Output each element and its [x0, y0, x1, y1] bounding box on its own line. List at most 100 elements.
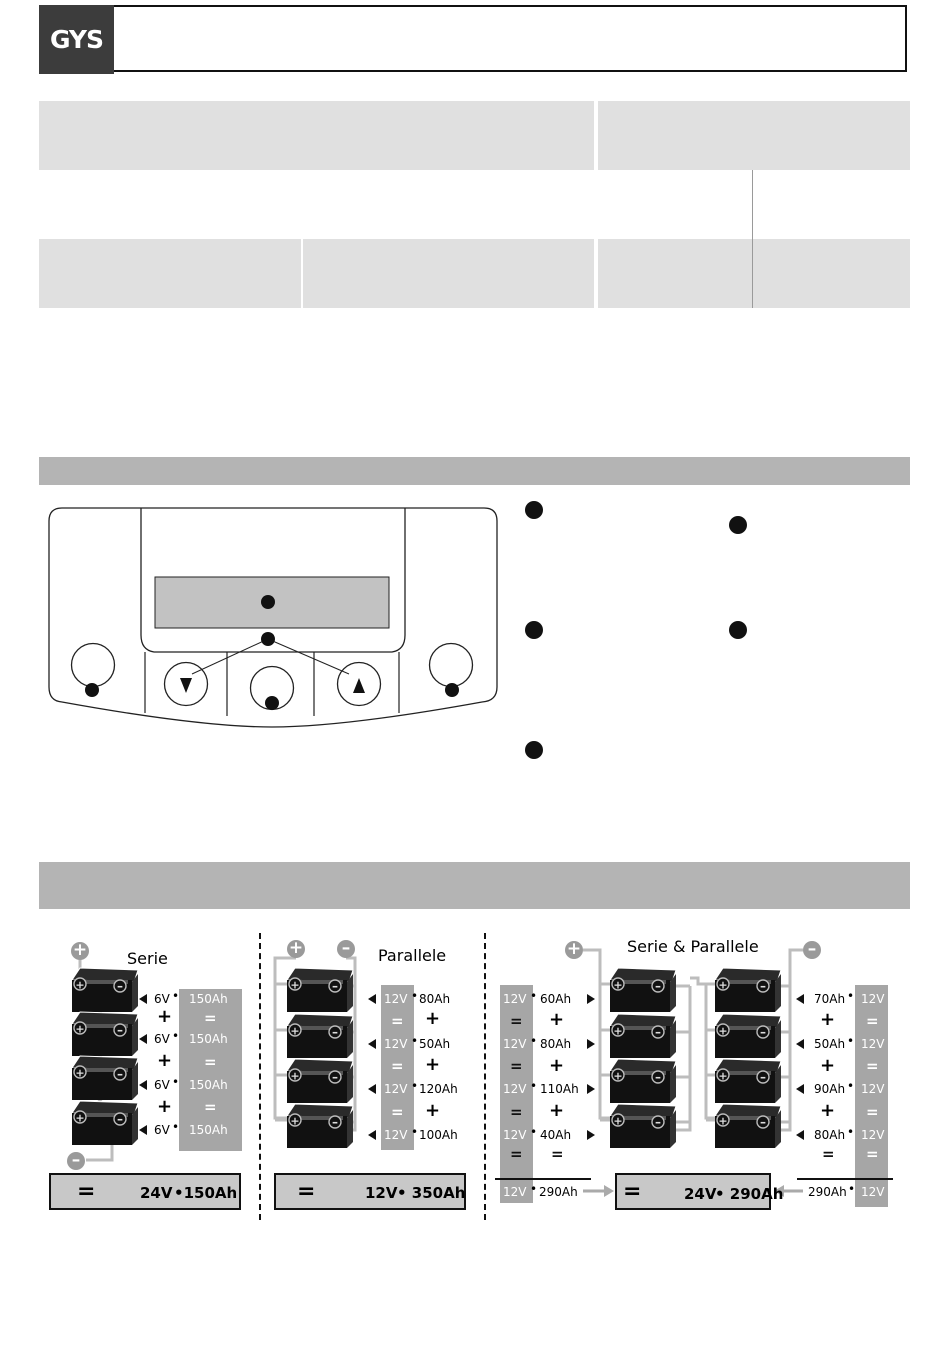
parallel-battery: +– [286, 1058, 354, 1103]
table-header-right [598, 101, 910, 170]
legend-bullet-2 [729, 516, 747, 534]
svg-text:–: – [655, 979, 661, 993]
table-row-cell-1 [39, 239, 301, 308]
parallel-battery: +– [286, 967, 354, 1012]
section-bar-interface [39, 457, 910, 485]
parallel-title: Parallele [378, 946, 447, 965]
series-arrow-3 [139, 1080, 147, 1090]
sp-right-battery: +– [714, 967, 782, 1012]
sp-right-battery: +– [714, 1058, 782, 1103]
sp-right-capacity-2: 50Ah [814, 1037, 846, 1051]
series-voltage-4: 6V [154, 1123, 170, 1137]
svg-text:+: + [290, 1115, 299, 1128]
down-arrow-icon [180, 678, 192, 693]
sp-right-voltage-3: 12V [861, 1082, 885, 1096]
parallel-result-capacity: • 350Ah [397, 1184, 466, 1202]
svg-text:–: – [760, 1025, 766, 1039]
series-capacity-2: 150Ah [189, 1032, 228, 1046]
svg-text:+: + [75, 1023, 84, 1036]
sp-right-capacity-1: 70Ah [814, 992, 846, 1006]
sp-right-capacity-3: 90Ah [814, 1082, 846, 1096]
parallel-wire-plus [273, 956, 296, 1120]
sp-left-voltage-3: 12V [503, 1082, 527, 1096]
svg-text:–: – [332, 1115, 338, 1129]
sp-right-voltage-2: 12V [861, 1037, 885, 1051]
svg-text:–: – [332, 1070, 338, 1084]
svg-text:–: – [760, 1070, 766, 1084]
sp-left-voltage-column [500, 985, 533, 1203]
sp-right-capacity-4: 80Ah [814, 1128, 846, 1142]
parallel-result-voltage: 12V [365, 1184, 398, 1202]
svg-text:–: – [117, 1112, 123, 1126]
svg-text:+: + [613, 1070, 622, 1083]
sp-right-battery: +– [714, 1103, 782, 1148]
control-panel-diagram [48, 507, 498, 728]
legend-bullet-4 [729, 621, 747, 639]
svg-text:–: – [332, 1025, 338, 1039]
sp-right-total-voltage: 12V [861, 1185, 885, 1199]
svg-text:+: + [75, 1112, 84, 1125]
svg-text:+: + [613, 979, 622, 992]
series-result-capacity: •150Ah [174, 1184, 238, 1202]
sp-left-voltage-2: 12V [503, 1037, 527, 1051]
sp-left-voltage-4: 12V [503, 1128, 527, 1142]
series-battery: +– [71, 967, 139, 1012]
parallel-voltage-4: 12V [384, 1128, 408, 1142]
svg-text:–: – [117, 1023, 123, 1037]
series-voltage-1: 6V [154, 992, 170, 1006]
svg-text:+: + [718, 979, 727, 992]
table-row-cell-4 [753, 239, 910, 308]
svg-text:+: + [718, 1070, 727, 1083]
series-battery: +– [71, 1011, 139, 1056]
parallel-voltage-2: 12V [384, 1037, 408, 1051]
sp-result-box [615, 1173, 771, 1210]
svg-text:–: – [655, 1115, 661, 1129]
sp-left-capacity-1: 60Ah [540, 992, 572, 1006]
table-row-cell-2 [303, 239, 594, 308]
sp-result-voltage: 24V [684, 1185, 717, 1203]
svg-text:–: – [655, 1070, 661, 1084]
series-capacity-column [179, 989, 242, 1151]
sp-left-voltage-1: 12V [503, 992, 527, 1006]
section-bar-connections [39, 862, 910, 909]
sp-left-battery: +– [609, 1103, 677, 1148]
series-battery: +– [71, 1100, 139, 1145]
sp-left-capacity-3: 110Ah [540, 1082, 579, 1096]
parallel-voltage-3: 12V [384, 1082, 408, 1096]
sp-left-capacity-4: 40Ah [540, 1128, 572, 1142]
series-result-voltage: 24V [140, 1184, 173, 1202]
plus-terminal-icon: + [287, 938, 305, 958]
svg-text:–: – [760, 979, 766, 993]
parallel-battery: +– [286, 1103, 354, 1148]
legend-bullet-1 [525, 501, 543, 519]
svg-text:+: + [290, 979, 299, 992]
sp-right-total-capacity: 290Ah [808, 1185, 847, 1199]
up-arrow-icon [353, 678, 365, 693]
gys-logo: GYS [39, 5, 114, 74]
sp-left-total-voltage: 12V [503, 1185, 527, 1199]
series-voltage-2: 6V [154, 1032, 170, 1046]
series-arrow-1 [139, 994, 147, 1004]
series-arrow-4 [139, 1125, 147, 1135]
sp-right-battery: +– [714, 1013, 782, 1058]
series-parallel-title: Serie & Parallele [627, 937, 759, 956]
series-capacity-3: 150Ah [189, 1078, 228, 1092]
series-capacity-4: 150Ah [189, 1123, 228, 1137]
parallel-voltage-1: 12V [384, 992, 408, 1006]
legend-bullet-3 [525, 621, 543, 639]
series-result-box [49, 1173, 241, 1210]
svg-text:+: + [290, 1025, 299, 1038]
parallel-capacity-4: 100Ah [419, 1128, 458, 1142]
dashed-separator-2 [484, 933, 486, 1220]
legend-bullet-5 [525, 741, 543, 759]
svg-text:+: + [613, 1115, 622, 1128]
series-battery: +– [71, 1055, 139, 1100]
minus-terminal-icon: – [67, 1152, 85, 1170]
sp-left-battery: +– [609, 967, 677, 1012]
sp-left-battery: +– [609, 1013, 677, 1058]
svg-text:+: + [718, 1115, 727, 1128]
svg-text:–: – [117, 1067, 123, 1081]
svg-text:+: + [718, 1025, 727, 1038]
dashed-separator-1 [259, 933, 261, 1220]
